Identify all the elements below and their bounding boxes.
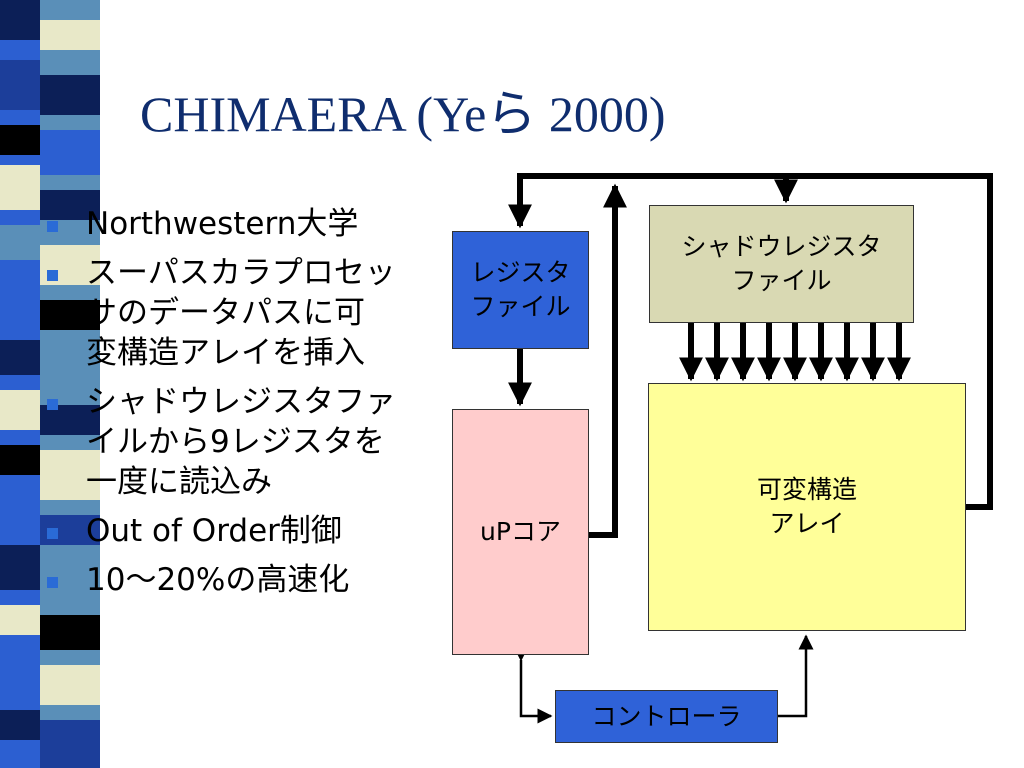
bullet-item: 10～20%の高速化 [44,560,444,600]
bullet-square-icon [47,528,58,539]
decorative-stripe [0,0,100,768]
array-feedback-wire [508,173,993,510]
controller-array-link [778,634,814,718]
bullet-list: Northwestern大学 スーパスカラプロセッ サのデータパスに可 変構造ア… [44,204,444,609]
bullet-square-icon [47,399,58,410]
bullet-item: シャドウレジスタファ イルから9レジスタを 一度に読込み [44,382,444,502]
bullet-item: スーパスカラプロセッ サのデータパスに可 変構造アレイを挿入 [44,253,444,373]
controller-box: コントローラ [555,690,778,743]
core-output-wire [589,183,627,538]
controller-core-link [513,646,553,724]
up-core-box: uPコア [452,409,589,655]
bullet-item: Northwestern大学 [44,204,444,244]
bullet-square-icon [47,577,58,588]
bullet-square-icon [47,270,58,281]
shadow-to-array-arrows [679,323,911,382]
slide-title: CHIMAERA (Yeら 2000) [140,86,666,142]
bullet-item: Out of Order制御 [44,511,444,551]
bullet-square-icon [47,221,58,232]
shadow-register-file-box: シャドウレジスタ ファイル [649,205,914,323]
register-file-box: レジスタ ファイル [452,231,589,349]
reconfigurable-array-box: 可変構造 アレイ [648,383,966,631]
